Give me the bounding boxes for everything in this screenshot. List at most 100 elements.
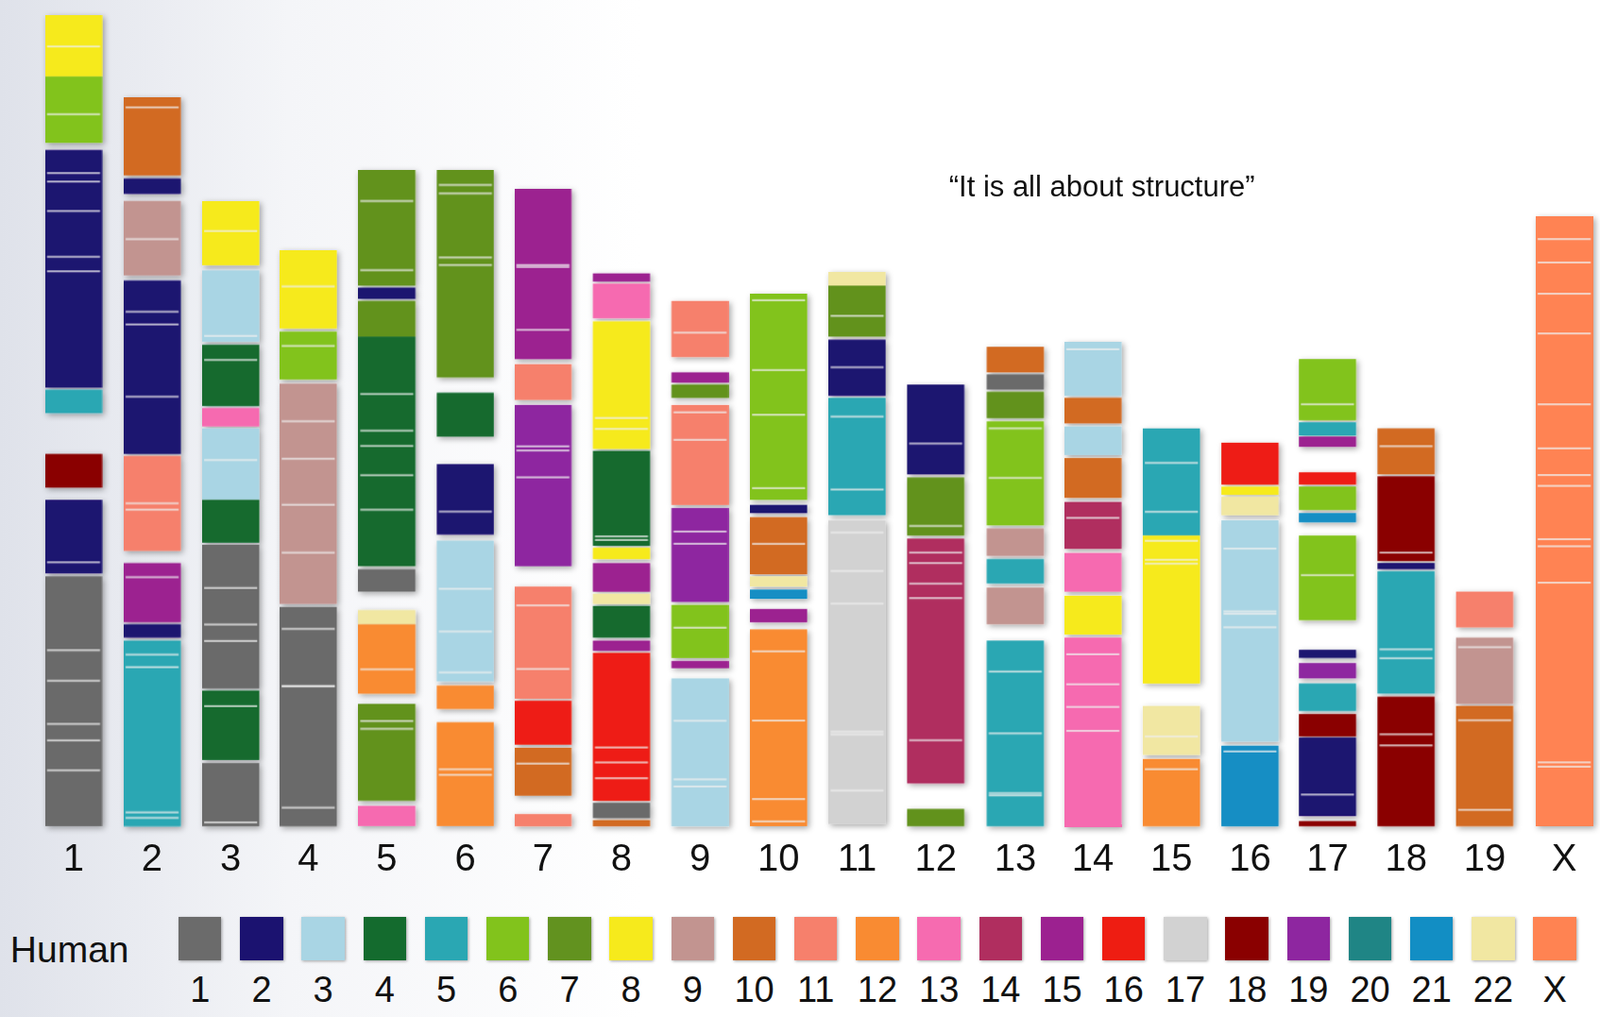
synteny-block <box>1456 706 1514 827</box>
synteny-block <box>1298 512 1356 523</box>
synteny-block <box>1221 442 1278 485</box>
block-stripe <box>909 739 963 742</box>
block-stripe <box>281 285 335 288</box>
block-stripe <box>988 794 1042 797</box>
legend-number: 22 <box>1473 971 1514 1008</box>
legend-swatch <box>794 917 837 960</box>
block-stripe <box>516 763 570 766</box>
legend-number: 21 <box>1412 971 1452 1008</box>
block-stripe <box>1066 653 1120 656</box>
legend-number: 11 <box>797 971 835 1008</box>
synteny-block <box>357 805 415 827</box>
synteny-block <box>514 405 572 567</box>
synteny-block <box>671 661 729 669</box>
block-stripe <box>1537 474 1591 477</box>
block-stripe <box>47 739 101 742</box>
legend-swatch <box>609 917 652 960</box>
synteny-block <box>123 280 181 455</box>
synteny-block <box>45 150 103 389</box>
block-stripe <box>47 680 101 682</box>
block-stripe <box>125 502 179 505</box>
block-stripe <box>1537 238 1591 240</box>
block-stripe <box>47 113 101 116</box>
block-stripe <box>595 746 648 749</box>
chromosome-number: 9 <box>689 838 711 877</box>
block-stripe <box>1300 574 1354 577</box>
synteny-block <box>749 589 807 599</box>
synteny-block <box>436 722 494 827</box>
synteny-block <box>593 283 650 319</box>
chromosome-number: 11 <box>837 838 878 877</box>
block-stripe <box>830 570 884 573</box>
block-stripe <box>516 266 570 269</box>
synteny-block <box>987 374 1044 390</box>
block-stripe <box>281 806 335 809</box>
synteny-block <box>593 640 650 651</box>
block-stripe <box>988 792 1042 795</box>
block-stripe <box>1379 657 1433 660</box>
synteny-block <box>1142 706 1200 756</box>
block-stripe <box>1144 510 1198 513</box>
synteny-block <box>906 538 964 783</box>
block-stripe <box>673 627 727 630</box>
chromosome-number: 18 <box>1384 838 1428 877</box>
synteny-block <box>202 408 259 426</box>
legend-number: 13 <box>919 971 959 1008</box>
synteny-block <box>987 391 1044 419</box>
block-stripe <box>595 761 648 764</box>
block-stripe <box>673 530 727 533</box>
legend-swatch <box>239 917 283 960</box>
block-stripe <box>1458 719 1512 722</box>
synteny-block <box>828 520 886 825</box>
chromosome-number: X <box>1551 838 1578 877</box>
block-stripe <box>830 415 884 418</box>
block-stripe <box>281 685 335 688</box>
block-stripe <box>673 331 727 334</box>
synteny-block <box>123 624 181 638</box>
synteny-block <box>1377 697 1434 827</box>
block-stripe <box>281 551 335 554</box>
legend-swatch <box>1102 917 1145 960</box>
block-stripe <box>516 604 570 607</box>
block-stripe <box>988 476 1042 479</box>
legend-swatch <box>1348 917 1392 960</box>
block-stripe <box>439 587 493 590</box>
synteny-block <box>1298 422 1356 436</box>
legend-number: 17 <box>1165 971 1206 1008</box>
quote-note: “It is all about structure” <box>949 171 1256 202</box>
synteny-block <box>1456 592 1514 629</box>
block-stripe <box>1223 610 1277 613</box>
synteny-block <box>1298 436 1356 447</box>
block-stripe <box>1066 348 1120 351</box>
synteny-block <box>1535 216 1593 827</box>
synteny-block <box>671 508 729 602</box>
synteny-block <box>45 576 103 827</box>
block-stripe <box>1379 648 1433 651</box>
synteny-block <box>987 421 1044 526</box>
synteny-block <box>45 390 103 414</box>
block-stripe <box>673 411 727 414</box>
block-stripe <box>204 358 257 361</box>
block-stripe <box>1223 612 1277 615</box>
block-stripe <box>909 551 963 554</box>
block-stripe <box>439 264 493 267</box>
block-stripe <box>751 413 805 416</box>
block-stripe <box>751 543 805 545</box>
synteny-block <box>1064 595 1122 635</box>
synteny-block <box>514 586 572 699</box>
chromosome-number: 15 <box>1150 838 1193 877</box>
block-stripe <box>1537 581 1591 584</box>
synteny-block <box>1298 737 1356 817</box>
block-stripe <box>830 314 884 317</box>
block-stripe <box>1537 447 1591 450</box>
legend-number: 12 <box>857 971 898 1008</box>
synteny-block <box>1221 746 1278 827</box>
chromosome-number: 8 <box>611 838 632 877</box>
block-stripe <box>909 596 963 599</box>
block-stripe <box>1537 332 1591 335</box>
block-stripe <box>125 106 179 109</box>
synteny-block <box>671 372 729 383</box>
block-stripe <box>125 395 179 398</box>
legend-swatch <box>671 917 715 960</box>
legend-swatch <box>732 917 776 960</box>
